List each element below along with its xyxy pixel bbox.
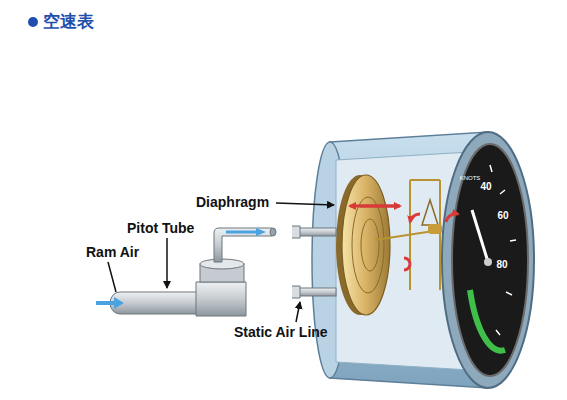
instrument-housing — [312, 132, 534, 388]
part-label: Ram Air — [86, 244, 139, 260]
slide-title: 空速表 — [43, 10, 94, 33]
inlet-lines — [292, 226, 336, 298]
part-label: Diaphragm — [196, 194, 269, 210]
dial-number: 60 — [497, 210, 508, 221]
dial-number: 80 — [496, 259, 507, 270]
title-bullet — [28, 17, 38, 27]
part-label: Static Air Line — [234, 324, 328, 340]
dial-number: 40 — [480, 181, 491, 192]
pitot-tube — [96, 228, 276, 316]
dial-unit: KNOTS — [460, 175, 481, 181]
diaphragm-mechanism — [336, 175, 458, 315]
part-label: Pitot Tube — [127, 220, 194, 236]
leader-lines — [108, 203, 334, 322]
